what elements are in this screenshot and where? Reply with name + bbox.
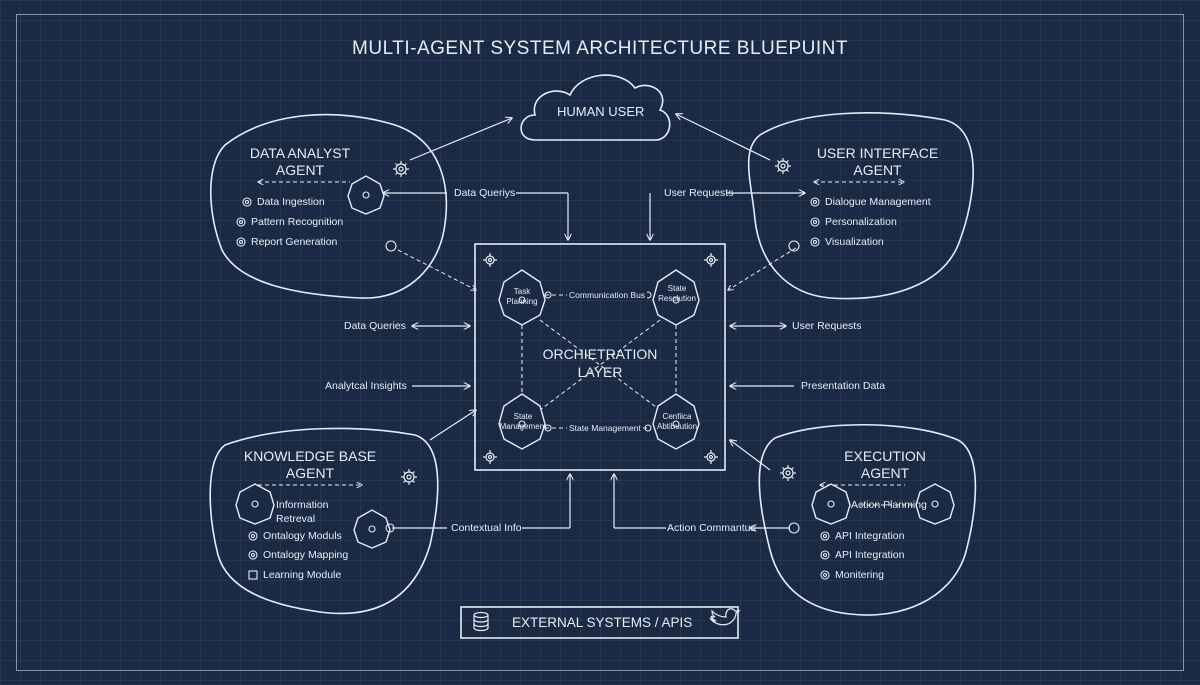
flow-presentation-data: Presentation Data [801, 380, 886, 392]
external-systems-box [460, 606, 739, 639]
database-icon [473, 611, 489, 632]
state-management-node-label: State Management [499, 412, 547, 431]
flow-contextual-info: Contextual Info [451, 522, 522, 534]
gear-icon [780, 465, 796, 481]
flow-user-requests: User Requests [792, 320, 862, 332]
data-analyst-agent-shape [210, 113, 448, 299]
user-interface-agent-title: USER INTERFACE AGENT [816, 145, 939, 178]
data-analyst-core-node [347, 175, 385, 215]
user-interface-item: Dialogue Management [825, 196, 931, 208]
gear-icon [704, 450, 718, 464]
gear-icon [704, 253, 718, 267]
user-interface-item: Visualization [825, 236, 884, 248]
flow-data-queries-top: Data Queriys [454, 187, 516, 199]
data-analyst-item: Report Generation [251, 236, 338, 248]
knowledge-base-item: Learning Module [263, 569, 342, 581]
execution-right-node [915, 483, 955, 525]
execution-left-node [811, 483, 851, 525]
data-analyst-agent-title: DATA ANALYST AGENT [249, 145, 351, 178]
execution-agent-shape [758, 423, 977, 616]
state-management-bus-label: State Management [567, 423, 643, 433]
knowledge-info-node [235, 483, 275, 525]
flow-data-queries: Data Queries [344, 320, 406, 332]
gear-icon [483, 253, 497, 267]
gear-icon [401, 469, 417, 485]
knowledge-base-agent-title: KNOWLEDGE BASE AGENT [243, 448, 377, 481]
knowledge-retrieval-node [353, 509, 391, 549]
execution-item: API Integration [835, 530, 905, 542]
bird-icon [709, 608, 741, 626]
execution-action-label: Action Planming [851, 499, 927, 511]
communication-bus-label: Communication Bus [567, 290, 648, 300]
conflict-attribution-label: Cenfiica Abtibuution [656, 412, 698, 431]
knowledge-base-item: Ontalogy Moduls [263, 530, 342, 542]
human-user-cloud-shape [520, 74, 671, 141]
user-interface-item: Personalization [825, 216, 897, 228]
human-user-label: HUMAN USER [557, 104, 645, 119]
blueprint-frame [16, 14, 1184, 671]
knowledge-base-item: Ontalogy Mapping [263, 549, 349, 561]
orchestration-box [474, 243, 726, 471]
user-interface-agent-shape [747, 112, 974, 300]
task-planning-label: Task Planning [506, 287, 538, 306]
execution-agent-title: EXECUTION AGENT [844, 448, 926, 481]
execution-item: Monitering [835, 569, 885, 581]
flow-action-commands: Action Commantus [667, 522, 756, 534]
gear-icon [483, 450, 497, 464]
gear-icon [393, 161, 409, 177]
gear-icon [775, 158, 791, 174]
flow-user-requests-top: User Requests [664, 187, 734, 199]
knowledge-info-label: Information Retreval [276, 499, 329, 525]
flow-analytical-insights: Analytcal Insights [325, 380, 407, 392]
knowledge-base-agent-shape [209, 427, 439, 615]
execution-item: API Integration [835, 549, 905, 561]
data-analyst-item: Pattern Recognition [251, 216, 344, 228]
external-systems-label: EXTERNAL SYSTEMS / APIS [512, 615, 693, 630]
data-analyst-item: Data Ingestion [257, 196, 325, 208]
diagram-title: MULTI-AGENT SYSTEM ARCHITECTURE BLUEPUIN… [352, 38, 848, 59]
orchestration-title: ORCHIETRATION LAYER [542, 346, 658, 380]
state-resolution-label: State Resolution [658, 284, 696, 303]
